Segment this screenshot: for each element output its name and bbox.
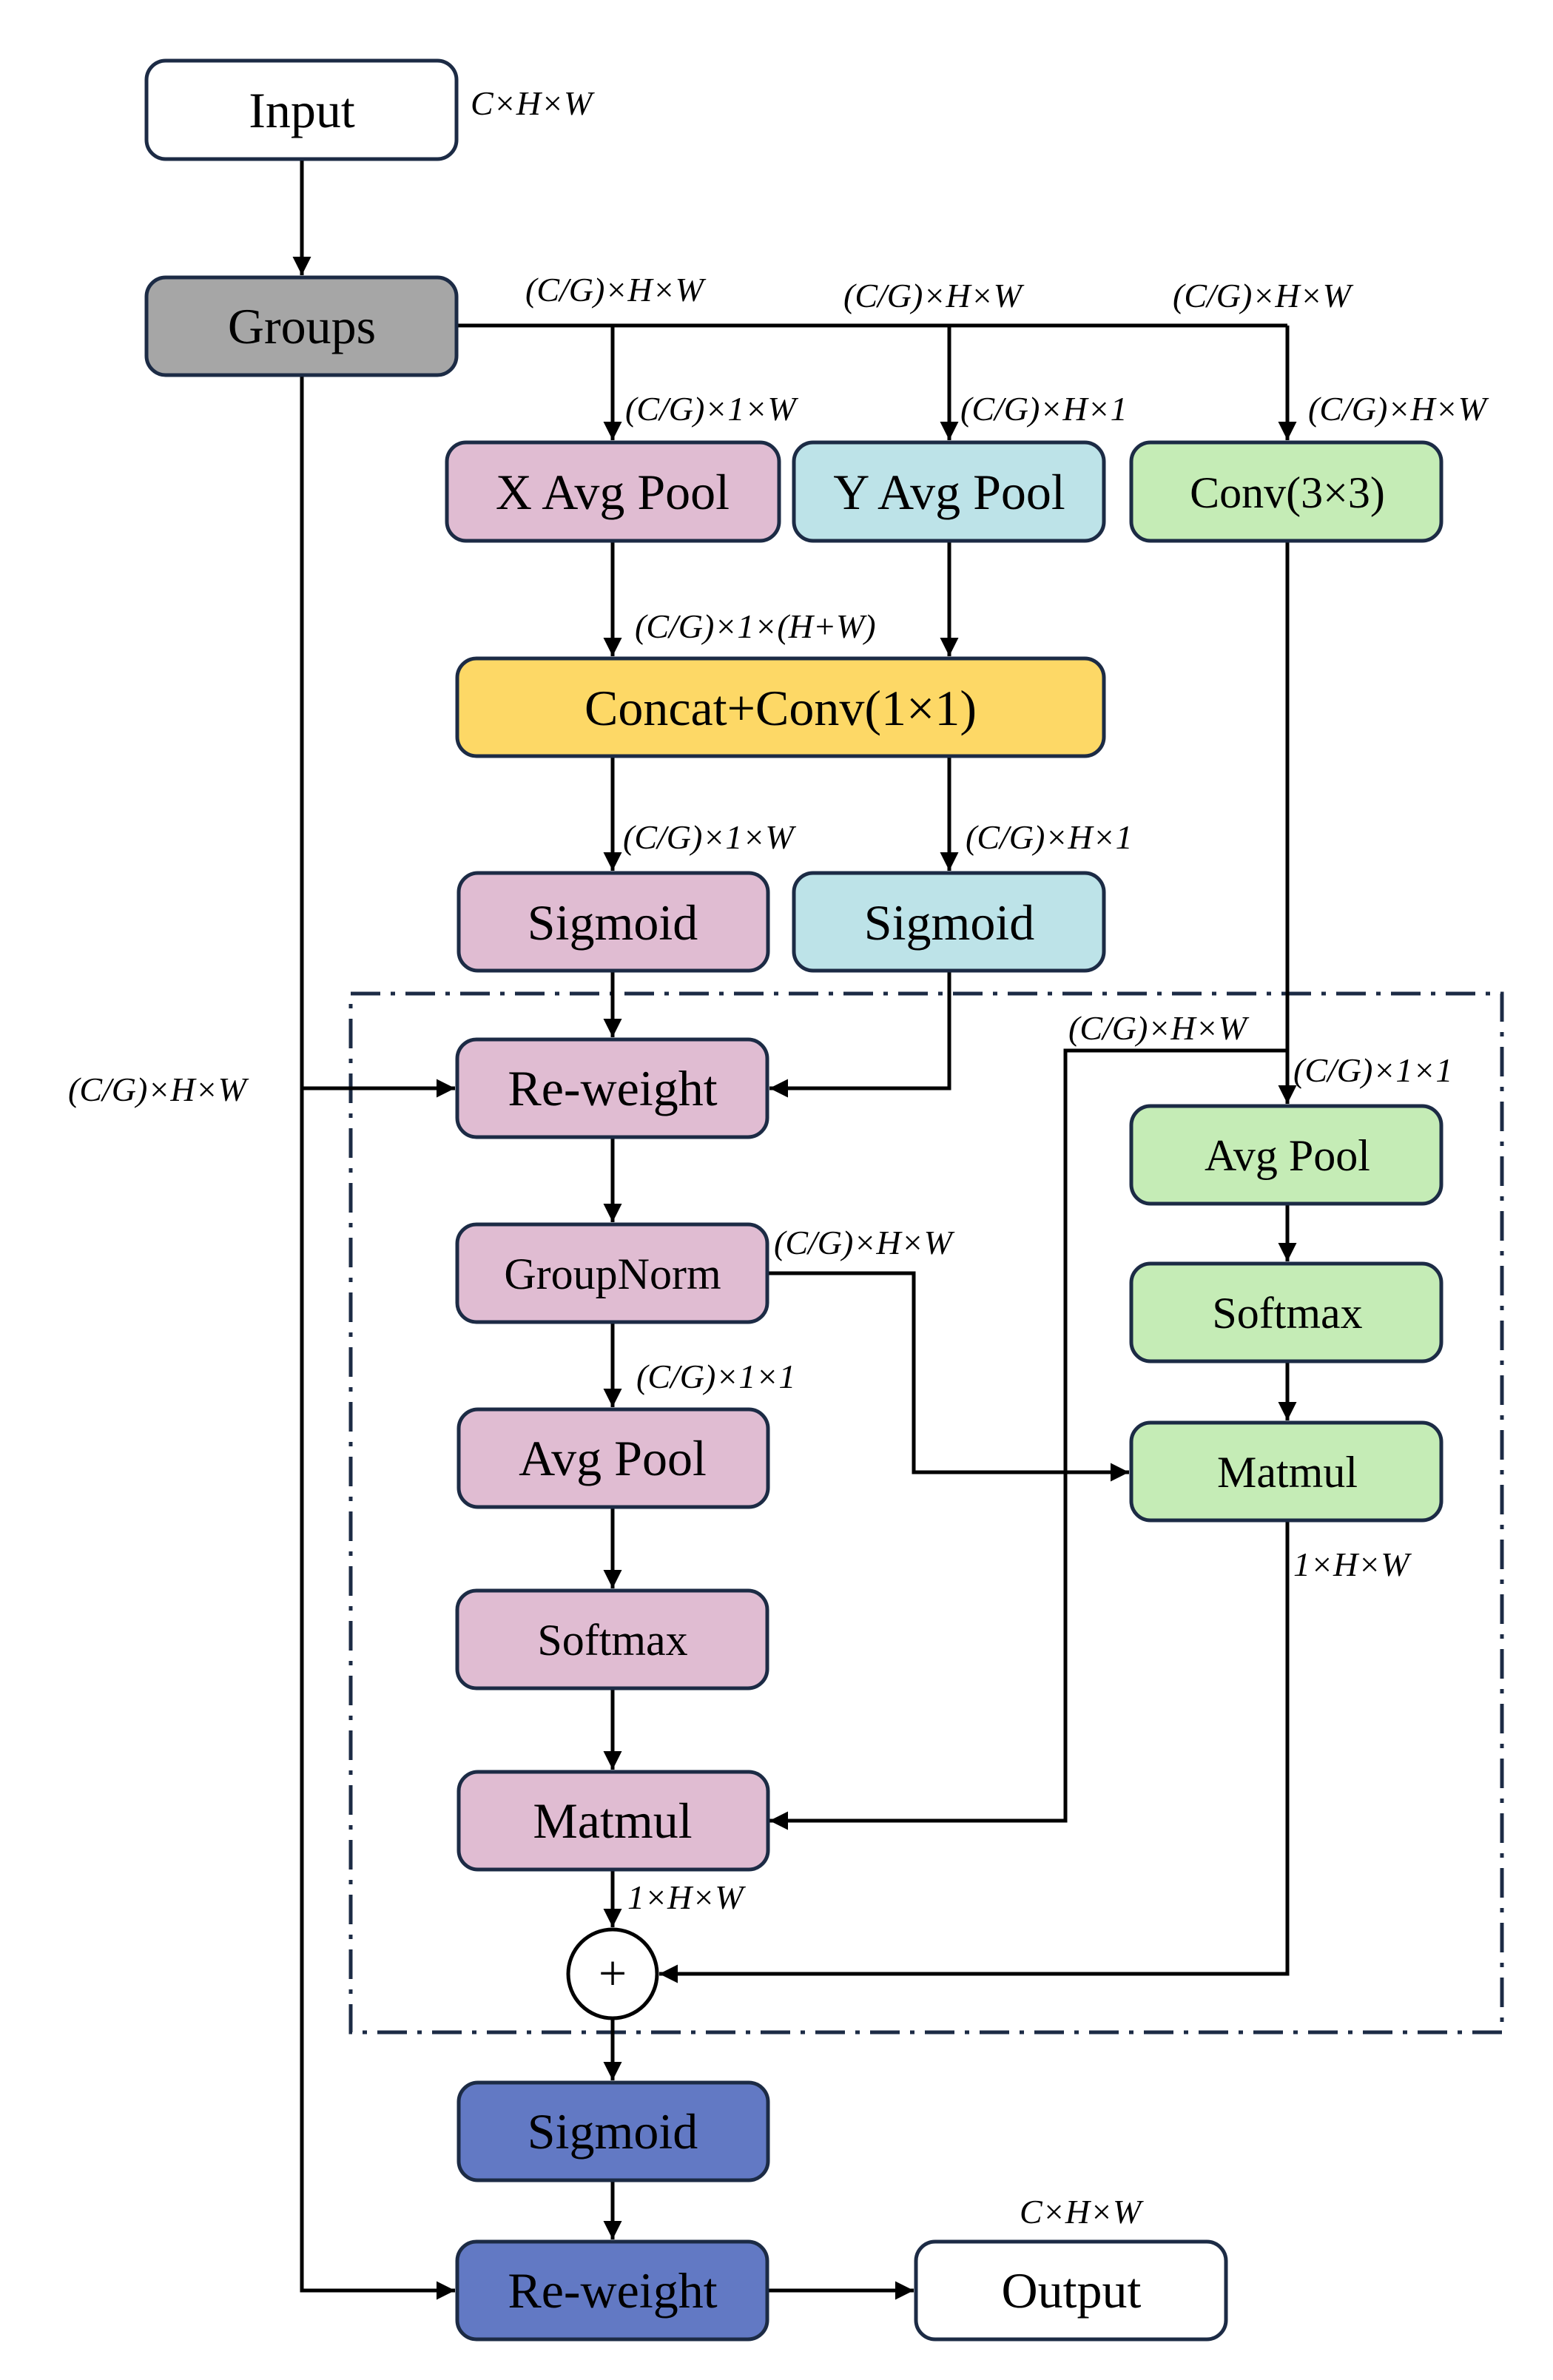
plus-icon: + xyxy=(599,1945,627,2001)
avg-pool-left-label: Avg Pool xyxy=(519,1430,707,1486)
dim-left-pool-in: (C/G)×1×1 xyxy=(636,1358,795,1395)
softmax-right-label: Softmax xyxy=(1212,1289,1362,1338)
matmul-left-node[interactable]: Matmul xyxy=(457,1770,770,1872)
output-label: Output xyxy=(1002,2262,1142,2319)
dim-conv-in: (C/G)×H×W xyxy=(1308,390,1489,428)
sigmoid-y-label: Sigmoid xyxy=(864,894,1035,951)
x-avg-pool-box xyxy=(445,440,781,543)
x-avg-pool-node[interactable]: X Avg Pool xyxy=(445,440,781,543)
dim-concat-out-x: (C/G)×1×W xyxy=(623,818,796,856)
avg-pool-left-node[interactable]: Avg Pool xyxy=(457,1407,770,1509)
reweight-final-box xyxy=(455,2239,769,2342)
sigmoid-x-box xyxy=(457,871,770,973)
y-avg-pool-box xyxy=(792,440,1106,543)
softmax-right-box xyxy=(1129,1261,1443,1363)
dimension-labels: C×H×W (C/G)×H×W (C/G)×H×W (C/G)×H×W (C/G… xyxy=(68,84,1489,2231)
y-avg-pool-node[interactable]: Y Avg Pool xyxy=(792,440,1106,543)
matmul-right-label: Matmul xyxy=(1217,1448,1358,1497)
dim-concat-in: (C/G)×1×(H+W) xyxy=(635,607,876,645)
matmul-right-node[interactable]: Matmul xyxy=(1129,1420,1443,1523)
concat-conv-label: Concat+Conv(1×1) xyxy=(585,680,977,736)
module-boundary xyxy=(348,991,1504,2035)
matmul-left-label: Matmul xyxy=(533,1793,692,1849)
dim-conv-branch: (C/G)×H×W xyxy=(1068,1009,1250,1047)
softmax-right-node[interactable]: Softmax xyxy=(1129,1261,1443,1363)
matmul-left-box xyxy=(457,1770,770,1872)
sigmoid-final-label: Sigmoid xyxy=(528,2103,698,2160)
dim-skip: (C/G)×H×W xyxy=(68,1071,249,1108)
reweight-inner-label: Re-weight xyxy=(508,1060,717,1116)
output-box xyxy=(914,2239,1228,2342)
avg-pool-right-box xyxy=(1129,1104,1443,1206)
sigmoid-y-box xyxy=(792,871,1106,973)
groups-label: Groups xyxy=(228,298,376,354)
avg-pool-right-label: Avg Pool xyxy=(1205,1131,1370,1180)
dim-right-pool-in: (C/G)×1×1 xyxy=(1293,1051,1452,1089)
softmax-left-label: Softmax xyxy=(537,1616,687,1665)
dim-groupnorm-out: (C/G)×H×W xyxy=(774,1224,955,1261)
reweight-inner-box xyxy=(455,1037,769,1139)
dim-output: C×H×W xyxy=(1020,2193,1144,2231)
conv3x3-box xyxy=(1129,440,1443,543)
conv3x3-label: Conv(3×3) xyxy=(1190,468,1385,517)
sigmoid-y-node[interactable]: Sigmoid xyxy=(792,871,1106,973)
avg-pool-left-box xyxy=(457,1407,770,1509)
groupnorm-node[interactable]: GroupNorm xyxy=(455,1222,769,1324)
softmax-left-box xyxy=(455,1588,769,1690)
edge-groupnorm-matmul-right xyxy=(767,1271,1129,1482)
groups-box xyxy=(144,275,459,377)
reweight-inner-node[interactable]: Re-weight xyxy=(455,1037,769,1139)
concat-conv-node[interactable]: Concat+Conv(1×1) xyxy=(455,656,1106,758)
dim-input: C×H×W xyxy=(471,84,595,122)
groupnorm-box xyxy=(455,1222,769,1324)
sigmoid-final-node[interactable]: Sigmoid xyxy=(457,2080,770,2182)
input-node[interactable]: Input xyxy=(144,58,459,161)
dim-groups-out-3: (C/G)×H×W xyxy=(1173,277,1354,314)
plus-circle xyxy=(566,1927,659,2020)
matmul-right-box xyxy=(1129,1420,1443,1523)
dim-groups-out-2: (C/G)×H×W xyxy=(843,277,1025,314)
edge-groups-skip-final xyxy=(300,375,455,2300)
dim-groups-out-1: (C/G)×H×W xyxy=(525,271,707,309)
softmax-left-node[interactable]: Softmax xyxy=(455,1588,769,1690)
x-avg-pool-label: X Avg Pool xyxy=(496,464,730,520)
sigmoid-x-node[interactable]: Sigmoid xyxy=(457,871,770,973)
edges xyxy=(292,159,1297,2300)
edge-matmul-right-plus xyxy=(659,1520,1290,1983)
input-label: Input xyxy=(249,82,355,138)
sigmoid-x-label: Sigmoid xyxy=(528,894,698,951)
dim-concat-out-y: (C/G)×H×1 xyxy=(966,818,1133,856)
groups-node[interactable]: Groups xyxy=(144,275,459,377)
dim-right-matmul-out: 1×H×W xyxy=(1293,1545,1412,1583)
groupnorm-label: GroupNorm xyxy=(504,1250,721,1298)
sigmoid-final-box xyxy=(457,2080,770,2182)
edge-conv-matmul-left xyxy=(769,1048,1287,1830)
conv3x3-node[interactable]: Conv(3×3) xyxy=(1129,440,1443,543)
concat-conv-box xyxy=(455,656,1106,758)
dim-left-matmul-out: 1×H×W xyxy=(627,1878,746,1916)
reweight-final-label: Re-weight xyxy=(508,2262,717,2319)
output-node[interactable]: Output xyxy=(914,2239,1228,2342)
plus-node[interactable]: + xyxy=(566,1927,659,2020)
reweight-final-node[interactable]: Re-weight xyxy=(455,2239,769,2342)
avg-pool-right-node[interactable]: Avg Pool xyxy=(1129,1104,1443,1206)
dim-y-pool-in: (C/G)×H×1 xyxy=(960,390,1128,428)
dim-x-pool-in: (C/G)×1×W xyxy=(625,390,798,428)
y-avg-pool-label: Y Avg Pool xyxy=(833,464,1065,520)
input-box xyxy=(144,58,459,161)
edge-sigy-reweight xyxy=(769,971,951,1098)
